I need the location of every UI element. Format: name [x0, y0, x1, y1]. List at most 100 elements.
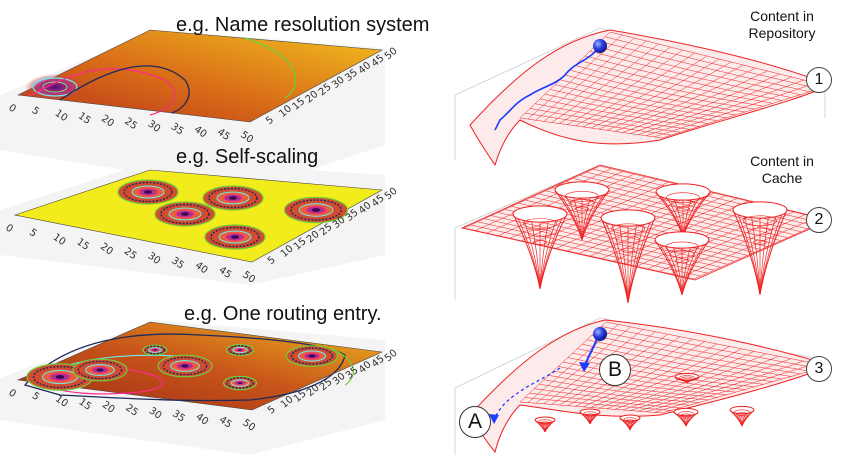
right-panel-1 — [454, 27, 832, 167]
left-panel-2-y-tick: 5 — [266, 255, 278, 268]
right-panel-3-funnel — [619, 414, 641, 431]
left-panel-3-well — [157, 354, 213, 378]
right-panel-3-mesh-line — [582, 343, 782, 380]
left-panel-3-x-tick: 0 — [6, 387, 18, 400]
point-label-a: A — [459, 406, 491, 438]
left-panel-2-well — [154, 201, 216, 227]
right-panel-3-mesh-line — [646, 360, 804, 413]
right-panel-2-funnel — [512, 205, 568, 290]
right-panel-3-mesh-line — [598, 346, 730, 409]
left-panel-2-well — [117, 179, 179, 205]
right-panel-3-mesh-line — [630, 355, 779, 411]
right-panel-2-funnels — [512, 181, 788, 304]
right-panel-3-mesh — [519, 321, 829, 414]
left-panel-2-x-tick: 0 — [3, 222, 15, 235]
left-panel-2-well — [202, 185, 264, 211]
right-panel-2-label-line-2: Cache — [761, 170, 803, 186]
right-panel-3-funnel — [674, 372, 700, 384]
left-panel-3-caption: e.g. One routing entry. — [184, 303, 382, 325]
right-panel-3-mesh-line — [614, 351, 755, 410]
right-panel-3-mesh-line — [586, 339, 792, 377]
right-panel-2-label-line-1: Content in — [750, 153, 814, 169]
right-panel-1-mesh-line — [614, 67, 756, 132]
right-panel-2-funnel — [600, 209, 656, 304]
right-panel-1-mesh-line — [630, 73, 780, 134]
right-panel-1-badge: 1 — [806, 67, 832, 93]
point-label-b: B — [599, 354, 631, 386]
right-panel-3-funnel — [729, 405, 755, 427]
right-panel-3-mesh-line — [638, 358, 792, 412]
left-panel-1-contour-4 — [59, 65, 190, 114]
right-panel-1-mesh-line — [594, 46, 801, 95]
right-panel-2-funnel — [654, 231, 710, 296]
left-panel-3-contour-dark — [23, 333, 346, 402]
right-panel-1-mesh-line — [579, 60, 773, 104]
right-panel-1-mesh-line — [604, 36, 819, 90]
left-panel-3-well — [285, 345, 339, 367]
left-panel-2-wells — [117, 179, 349, 250]
right-panel-2-mesh-line — [659, 211, 794, 272]
right-panel-3-mesh-line — [591, 335, 801, 375]
left-panel-3-well — [225, 344, 255, 357]
right-panel-1-mesh-line — [598, 61, 732, 130]
right-panel-3-mesh-line — [567, 357, 755, 388]
right-panel-1-mesh-line — [599, 41, 810, 93]
right-panel-3-mesh-line — [577, 348, 773, 382]
left-panel-3-x-tick: 5 — [30, 390, 42, 403]
right-panel-1-mesh — [519, 31, 829, 139]
right-panel-3-small-funnels — [534, 372, 755, 433]
right-panel-3-arrowhead-a — [489, 414, 499, 424]
right-panel-1-mesh-line — [661, 85, 829, 139]
right-panel-3-mesh-line — [601, 326, 819, 369]
right-panel-1-mesh-line — [638, 76, 792, 135]
left-panel-1-contour-5 — [244, 37, 297, 99]
right-panel-1-mesh-line — [590, 58, 720, 129]
right-panel-1-label: Content in Repository — [730, 8, 834, 42]
right-panel-3-surface — [469, 319, 832, 454]
right-panel-1-ball — [593, 39, 607, 53]
right-panel-2-label: Content in Cache — [730, 153, 834, 187]
right-panel-1-mesh-line — [654, 82, 816, 138]
left-panel-3-well — [142, 344, 168, 356]
left-panel-1-contour-3 — [29, 68, 176, 116]
right-panel-1-mesh-line — [589, 50, 792, 98]
left-panel-1-contour-2 — [42, 81, 68, 93]
left-panel-1-y-tick: 50 — [383, 46, 400, 63]
right-panel-2-mesh-line — [599, 165, 829, 221]
left-panel-3-well — [72, 358, 128, 382]
right-panel-2 — [454, 164, 832, 304]
right-panel-3-mesh-line — [596, 330, 810, 372]
right-panel-3-mesh-line — [605, 321, 829, 367]
right-panel-3-funnel — [579, 408, 601, 425]
right-panel-3-mesh-line — [572, 352, 764, 385]
left-panel-3-wells — [26, 344, 339, 391]
right-panel-1-label-line-2: Repository — [748, 25, 816, 41]
right-panel-1-mesh-line — [574, 65, 764, 107]
right-panel-2-funnel — [554, 181, 610, 241]
left-panel-1-contour-1 — [32, 77, 78, 97]
right-panel-1-surface — [469, 29, 832, 167]
left-panel-2-x-tick: 5 — [27, 227, 39, 240]
left-panel-1-caption: e.g. Name resolution system — [176, 14, 430, 36]
right-panel-2-mesh-line — [590, 195, 726, 257]
right-panel-3-ball — [593, 327, 607, 341]
right-panel-3-mesh-line — [606, 348, 742, 409]
right-panel-1-label-line-1: Content in — [750, 8, 814, 24]
right-panel-3-mesh-line — [654, 363, 816, 413]
right-panel-1-mesh-line — [569, 69, 755, 110]
left-panel-2-well — [204, 224, 266, 250]
left-panel-1-x-tick: 5 — [29, 105, 41, 118]
right-panel-1-mesh-line — [584, 55, 782, 101]
right-panel-1-mesh-line — [646, 79, 804, 137]
right-panel-1-mesh-line — [622, 70, 768, 133]
right-panel-2-mesh-line — [670, 214, 806, 275]
right-panel-1-descent-path — [494, 47, 599, 131]
left-panel-2-caption: e.g. Self-scaling — [176, 146, 319, 168]
right-panel-1-mesh-line — [609, 31, 829, 87]
right-panel-3-funnel — [673, 407, 699, 427]
right-panel-2-badge: 2 — [806, 207, 832, 233]
